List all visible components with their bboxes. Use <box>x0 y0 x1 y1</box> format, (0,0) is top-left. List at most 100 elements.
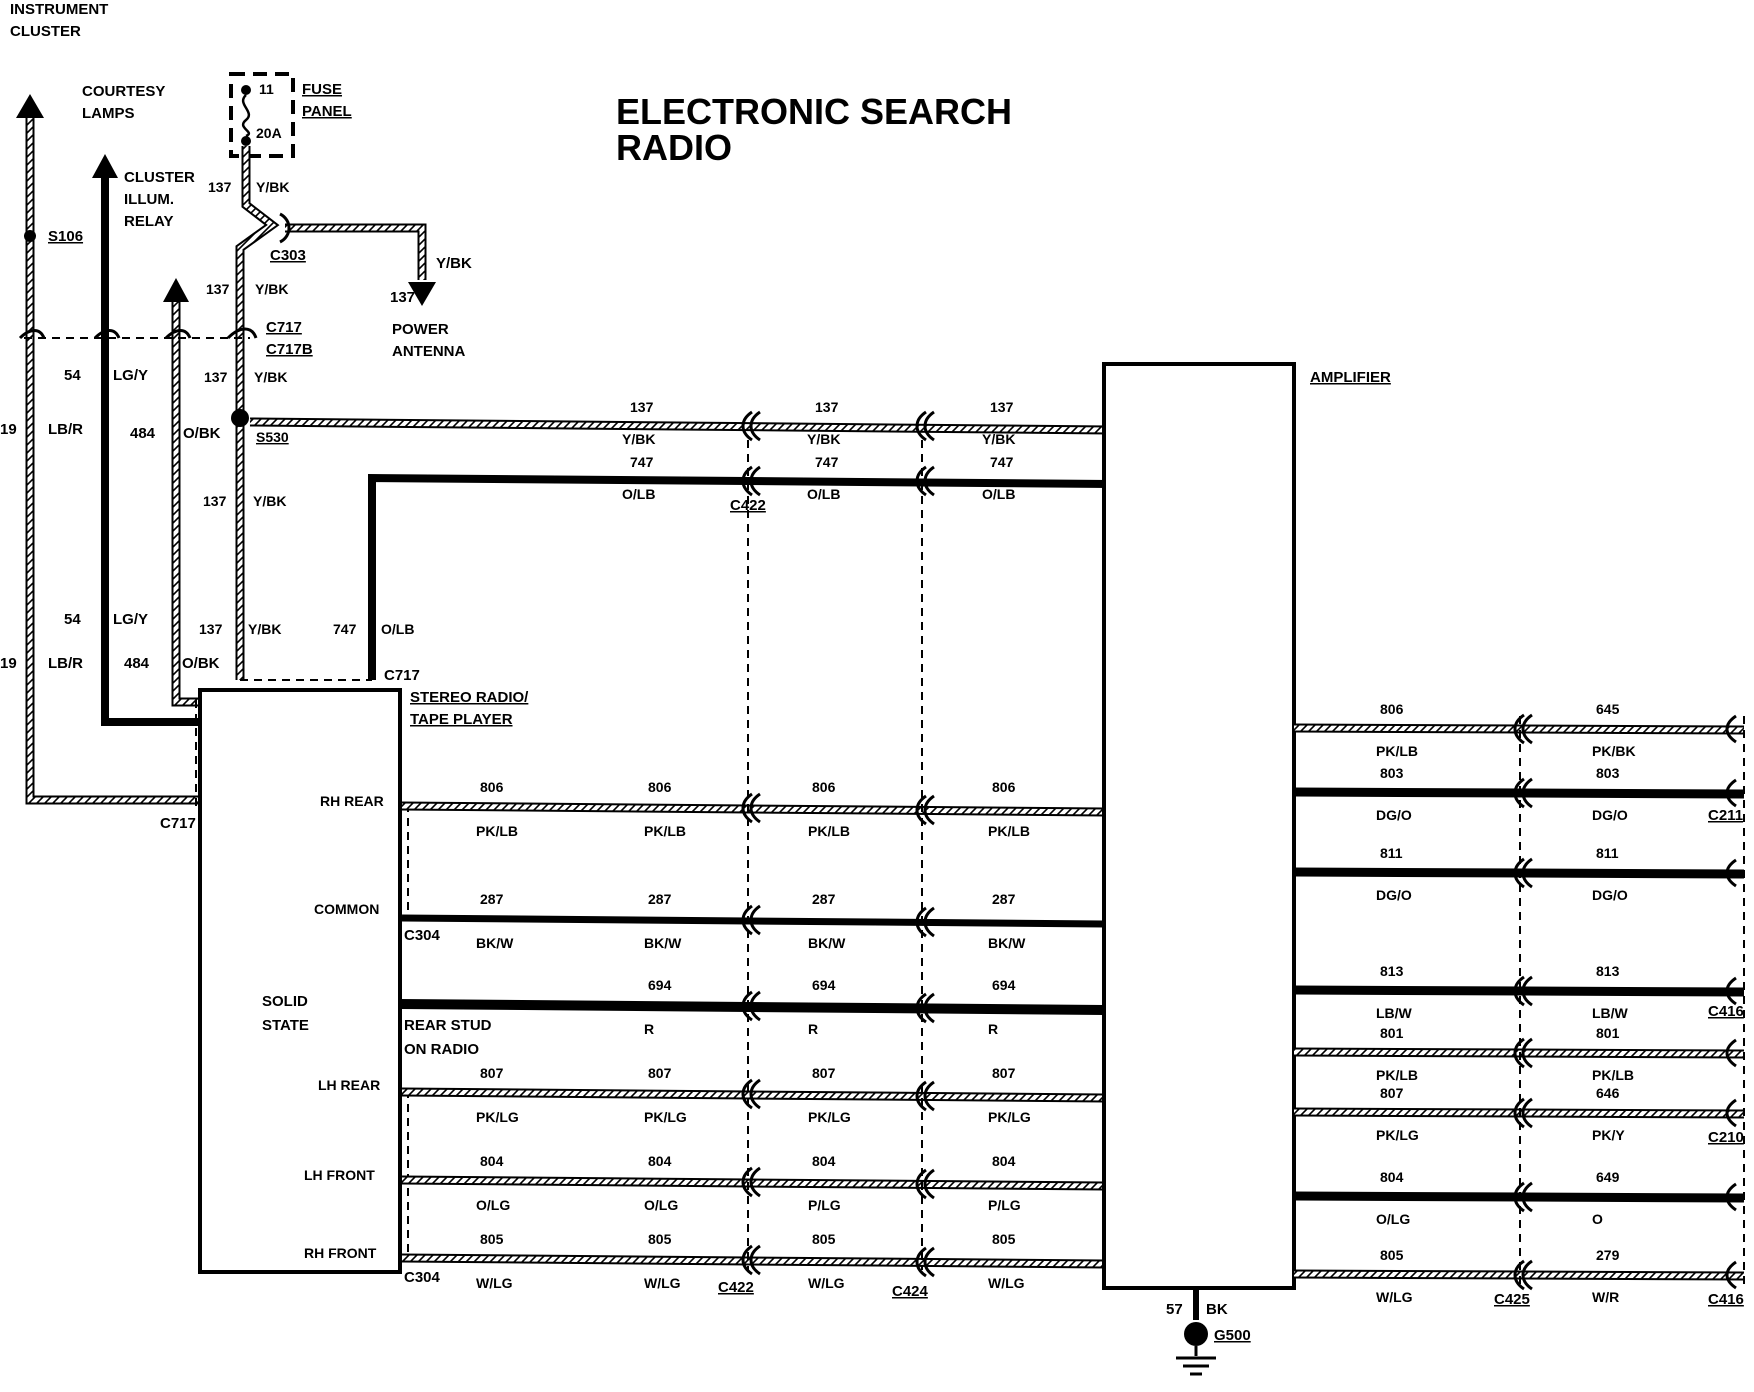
radio-pin-lh-rear: LH REAR <box>318 1077 380 1093</box>
wire-color: PK/LG <box>808 1109 851 1125</box>
cluster-illum-label: CLUSTER <box>124 169 195 186</box>
wire-19-circuit: 19 <box>0 421 17 438</box>
amp-out-circuit: 813 <box>1596 963 1620 979</box>
wire-radio-amp-4 <box>401 1177 1105 1189</box>
wire-circuit-seg3: 137 <box>990 399 1014 415</box>
wire-54-color-2: LG/Y <box>113 611 148 628</box>
amp-out-color: PK/Y <box>1592 1127 1625 1143</box>
wire-color: O/LG <box>644 1197 678 1213</box>
wire-484-color: O/BK <box>183 425 221 442</box>
amp-out-color: PK/LB <box>1592 1067 1634 1083</box>
wire-484-color-2: O/BK <box>182 655 220 672</box>
wire-circuit: 287 <box>812 891 836 907</box>
connector-c211-label: C211 <box>1708 807 1743 824</box>
wire-circuit: 805 <box>480 1231 504 1247</box>
wire-color-seg2: O/LB <box>807 486 840 502</box>
connector-c416-label-2: C416 <box>1708 1291 1744 1308</box>
wire-color: PK/LG <box>644 1109 687 1125</box>
amp-output-wires: 806PK/LB645PK/BK803DG/O803DG/O811DG/O811… <box>1293 701 1745 1305</box>
amp-out-circuit: 279 <box>1596 1247 1620 1263</box>
connector-icon <box>915 1080 927 1112</box>
connector-icon <box>923 1246 935 1278</box>
connector-icon <box>1513 1097 1525 1129</box>
wire-color: BK/W <box>808 935 846 951</box>
wire-circuit: 287 <box>648 891 672 907</box>
connector-c210-label: C210 <box>1708 1129 1744 1146</box>
connector-icon <box>1513 1181 1525 1213</box>
wire-color: BK/W <box>988 935 1026 951</box>
cluster-illum-label-3: RELAY <box>124 213 173 230</box>
splice-s106-label: S106 <box>48 228 83 245</box>
wire-137-circuit-b: 137 <box>204 369 228 385</box>
connector-c717-radio-label: C717 <box>384 667 420 684</box>
ground-color: BK <box>1206 1301 1228 1318</box>
diagram-title-line2: RADIO <box>616 127 732 168</box>
wire-circuit: 805 <box>648 1231 672 1247</box>
ground-label: G500 <box>1214 1327 1251 1344</box>
amp-out-color: DG/O <box>1592 887 1628 903</box>
wire-circuit: 804 <box>480 1153 504 1169</box>
connector-icon <box>226 327 258 340</box>
amplifier-box <box>1102 362 1296 1290</box>
connector-icon <box>749 904 761 936</box>
amp-out-in-circuit: 803 <box>1380 765 1404 781</box>
connector-icon <box>741 1244 753 1276</box>
wire-circuit: 287 <box>992 891 1016 907</box>
connector-icon <box>923 465 935 497</box>
connector-icon <box>1513 975 1525 1007</box>
amp-out-circuit: 649 <box>1596 1169 1620 1185</box>
wire-circuit: 806 <box>992 779 1016 795</box>
amp-out-in-circuit: 804 <box>1380 1169 1404 1185</box>
fuse-icon <box>241 94 251 138</box>
connector-icon <box>749 1166 761 1198</box>
fuse-terminal-bottom <box>241 136 251 146</box>
connector-icon <box>749 410 761 442</box>
wire-circuit-seg3: 747 <box>990 454 1014 470</box>
ground-eyelet <box>1184 1322 1208 1346</box>
wire-circuit: 804 <box>812 1153 836 1169</box>
wire-747-color-left: O/LB <box>381 621 414 637</box>
amp-out-in-circuit: 806 <box>1380 701 1404 717</box>
arrow-up-icon <box>92 154 118 178</box>
amp-out-in-circuit: 807 <box>1380 1085 1404 1101</box>
power-antenna-label-2: ANTENNA <box>392 343 465 360</box>
wire-484-outline <box>171 296 205 707</box>
connector-c303-label: C303 <box>270 247 306 264</box>
wire-484-circuit-2: 484 <box>124 655 150 672</box>
connector-icon <box>1521 857 1533 889</box>
connector-icon <box>1521 777 1533 809</box>
connector-c717-label: C717 <box>266 319 302 336</box>
end-connector-icon <box>1725 858 1737 888</box>
connector-c416-label: C416 <box>1708 1003 1744 1020</box>
wire-circuit: 805 <box>992 1231 1016 1247</box>
wire-circuit: 804 <box>992 1153 1016 1169</box>
connector-icon <box>915 1246 927 1278</box>
wire-54-color: LG/Y <box>113 367 148 384</box>
amp-out-in-color: PK/LB <box>1376 743 1418 759</box>
connector-icon <box>741 990 753 1022</box>
wire-radio-amp-0 <box>401 803 1105 815</box>
fuse-terminal-top <box>241 85 251 95</box>
end-connector-icon <box>1725 714 1737 744</box>
wire-color: PK/LB <box>988 823 1030 839</box>
connector-icon <box>915 992 927 1024</box>
wire-color: W/LG <box>988 1275 1025 1291</box>
wire-circuit: 694 <box>812 977 836 993</box>
amp-out-color: W/R <box>1592 1289 1619 1305</box>
connector-icon <box>1513 1259 1525 1291</box>
connector-icon <box>1521 1259 1533 1291</box>
end-connector-icon <box>1725 1182 1737 1212</box>
connector-icon <box>741 792 753 824</box>
wire-circuit: 807 <box>812 1065 836 1081</box>
wire-137-antenna <box>285 225 425 280</box>
connector-c304-label-2: C304 <box>404 1269 441 1286</box>
amp-out-color: LB/W <box>1592 1005 1629 1021</box>
wire-137-circuit-fuse: 137 <box>208 179 232 195</box>
connector-icon <box>18 329 46 340</box>
wire-19-circuit-2: 19 <box>0 655 17 672</box>
wire-color: R <box>808 1021 818 1037</box>
fuse-number: 11 <box>259 81 274 97</box>
wire-137-circuit-c: 137 <box>203 493 227 509</box>
wire-color: PK/LG <box>988 1109 1031 1125</box>
wire-color-seg1: Y/BK <box>622 431 655 447</box>
